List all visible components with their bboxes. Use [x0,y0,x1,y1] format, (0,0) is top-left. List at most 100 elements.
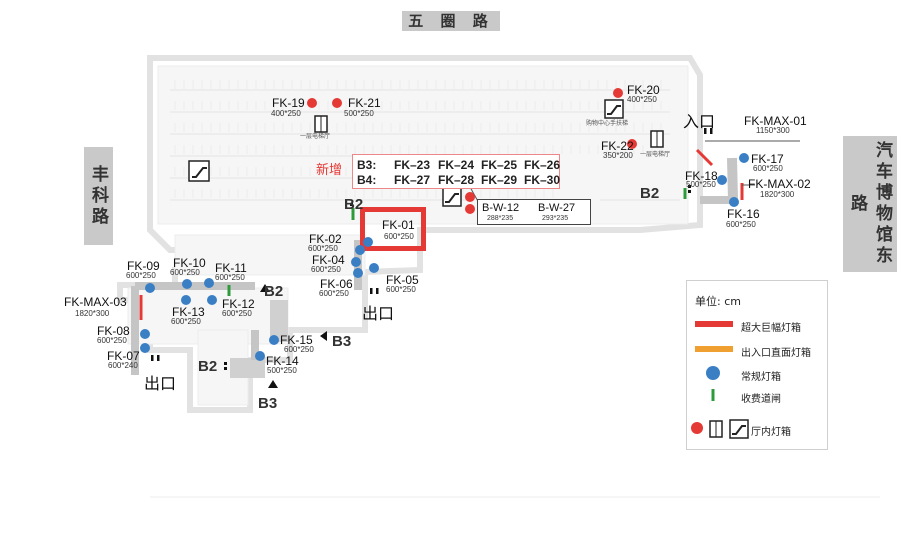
lightbox-code: FK-19 [272,96,305,110]
bw-code: B-W-12 [482,202,520,214]
lightbox-code: FK-MAX-01 [744,114,807,128]
bw-marker[interactable] [465,192,475,202]
exit-label: 出口 [362,304,395,323]
left-road-label: 丰科路 [84,147,113,245]
highlight-frame-fk-01 [360,207,426,251]
new-row2-item: FK–27 [394,173,431,187]
lightbox-marker[interactable] [351,257,361,267]
bw-size: 293*235 [542,215,569,222]
lightbox-marker[interactable] [363,237,373,247]
level-b2: B2 [198,358,218,375]
legend-item-label: 出入口直面灯箱 [741,348,811,359]
lightbox-size: 600*250 [284,345,314,354]
lightbox-code: FK-16 [727,207,760,221]
lightbox-size: 600*250 [170,268,200,277]
lightbox-size: 600*250 [97,336,127,345]
lightbox-marker[interactable] [255,351,265,361]
lightbox-size: 500*250 [344,109,374,118]
lightbox-code: FK-15 [280,333,313,347]
lightbox-size: 600*250 [753,164,783,173]
max-bar-01 [695,148,714,167]
new-row1-level: B3: [357,158,377,172]
lightbox-size: 600*250 [171,317,201,326]
top-road-label: 五 圈 路 [402,11,500,31]
level-b3: B3 [332,333,352,350]
lightbox-code: FK-18 [685,169,718,183]
lightbox-code: FK-06 [320,277,353,291]
bw-marker[interactable] [465,204,475,214]
lightbox-size: 500*250 [686,180,716,189]
bw-size: 288*235 [487,215,514,222]
new-added-label: 新增 [316,162,343,177]
lightbox-size: 600*250 [222,309,252,318]
lightbox-size: 600*250 [386,285,416,294]
lightbox-code: FK-01 [382,218,415,232]
mall-escalator-label: 购物中心手扶梯 [586,121,629,127]
lightbox-size: 500*250 [267,366,297,375]
lightbox-code: FK-12 [222,297,255,311]
lightbox-code: FK-10 [173,256,206,270]
escalator-icon [188,160,210,187]
lightbox-code: FK-21 [348,96,381,110]
lightbox-marker[interactable] [182,279,192,289]
lightbox-marker[interactable] [355,245,365,255]
new-row1-item: FK–23 [394,158,431,172]
lightbox-marker[interactable] [269,335,279,345]
lightbox-code: FK-20 [627,83,660,97]
lightbox-size: 600*240 [108,361,138,370]
right-road-label: 汽车博物馆东路 [843,136,897,272]
lightbox-marker[interactable] [181,295,191,305]
legend-swatch-red-dot [691,422,703,434]
lightbox-marker[interactable] [613,88,623,98]
lightbox-code: FK-08 [97,324,130,338]
legend-item-label: 超大巨幅灯箱 [741,323,801,334]
level-b2: B2 [640,185,660,202]
legend-swatch-max [695,321,733,327]
legend-swatches [691,321,733,434]
lightbox-code: FK-11 [215,261,247,275]
new-row2-item: FK–29 [481,173,518,187]
legend-item-label: 常规灯箱 [741,372,781,383]
lightbox-size: 350*200 [603,151,633,160]
lightbox-marker[interactable] [140,329,150,339]
level-b2: B2 [344,196,364,213]
elevator-icon [650,130,664,153]
lightbox-code: FK-MAX-02 [748,177,811,191]
lightbox-size: 1820*300 [75,309,110,318]
lightbox-marker[interactable] [207,295,217,305]
exit-label: 出口 [144,374,177,393]
new-row2-item: FK–30 [524,173,561,187]
lightbox-size: 600*250 [319,289,349,298]
lightbox-marker[interactable] [717,175,727,185]
lightbox-marker[interactable] [140,343,150,353]
lightbox-marker[interactable] [307,98,317,108]
escalator-icon [604,99,624,124]
lightbox-size: 600*250 [384,232,414,241]
escalator-icon [729,419,749,444]
lightbox-size: 1820*300 [760,190,795,199]
lightbox-code: FK-MAX-03 [64,295,127,309]
legend-item-label: 厅内灯箱 [751,427,791,438]
new-row1-item: FK–25 [481,158,518,172]
lightbox-code: FK-02 [309,232,342,246]
lightbox-marker[interactable] [739,153,749,163]
legend-swatch-regular [706,366,720,380]
lightbox-marker[interactable] [729,197,739,207]
escalator-icon [442,187,462,212]
lightbox-size: 400*250 [271,109,301,118]
new-row1-item: FK–26 [524,158,561,172]
lightbox-size: 600*250 [311,265,341,274]
new-row1-item: FK–24 [438,158,475,172]
legend-item-label: 收费道闸 [741,394,781,405]
elevator-hall-label: 一层电梯厅 [300,134,331,140]
lightbox-marker[interactable] [145,283,155,293]
elevator-icon [314,115,328,138]
map-legend: 单位: cm 超大巨幅灯箱 出入口直面灯箱 常规灯箱 收费道闸 厅内灯箱 [686,280,828,450]
bw-units-box: B-W-12 288*235 B-W-27 293*235 [477,199,591,225]
lightbox-marker[interactable] [627,139,637,149]
lightbox-marker[interactable] [204,278,214,288]
lightbox-marker[interactable] [353,268,363,278]
lightbox-marker[interactable] [332,98,342,108]
lightbox-marker[interactable] [369,263,379,273]
